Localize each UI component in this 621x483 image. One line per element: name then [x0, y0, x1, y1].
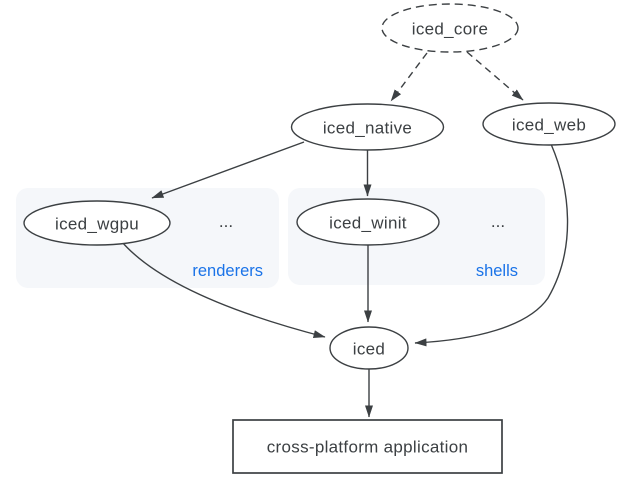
node-iced-web: iced_web [482, 102, 616, 146]
iced-native-ellipse [290, 103, 445, 151]
renderers-group-label: renderers [192, 262, 263, 280]
node-iced: iced [329, 326, 409, 370]
application-label: cross-platform application [267, 438, 469, 457]
edge-iced-core-to-iced-native [390, 52, 428, 102]
iced-web-label: iced_web [512, 116, 586, 135]
iced-wgpu-ellipse [23, 200, 171, 246]
renderers-ellipsis: ... [219, 212, 233, 231]
iced-ellipse [329, 326, 409, 370]
iced-winit-ellipse [296, 198, 440, 246]
node-iced-core: iced_core [381, 3, 519, 53]
edge-iced-wgpu-to-iced [121, 241, 326, 338]
edge-iced-web-to-iced [414, 143, 569, 347]
edge-iced-native-to-iced-wgpu [151, 141, 305, 199]
shells-ellipsis: ... [491, 212, 505, 231]
iced-label: iced [353, 340, 385, 359]
shells-group-label: shells [476, 262, 518, 280]
application-box [232, 419, 503, 474]
iced-winit-label: iced_winit [329, 214, 407, 233]
edge-iced-core-to-iced-web [466, 51, 524, 101]
iced-web-ellipse [482, 102, 616, 146]
iced-core-label: iced_core [412, 20, 488, 39]
iced-native-label: iced_native [323, 119, 412, 138]
iced-wgpu-label: iced_wgpu [55, 215, 139, 234]
node-iced-native: iced_native [290, 103, 445, 151]
node-iced-wgpu: iced_wgpu [23, 200, 171, 246]
node-iced-winit: iced_winit [296, 198, 440, 246]
node-cross-platform-application: cross-platform application [232, 419, 503, 474]
iced-core-ellipse [381, 3, 519, 53]
